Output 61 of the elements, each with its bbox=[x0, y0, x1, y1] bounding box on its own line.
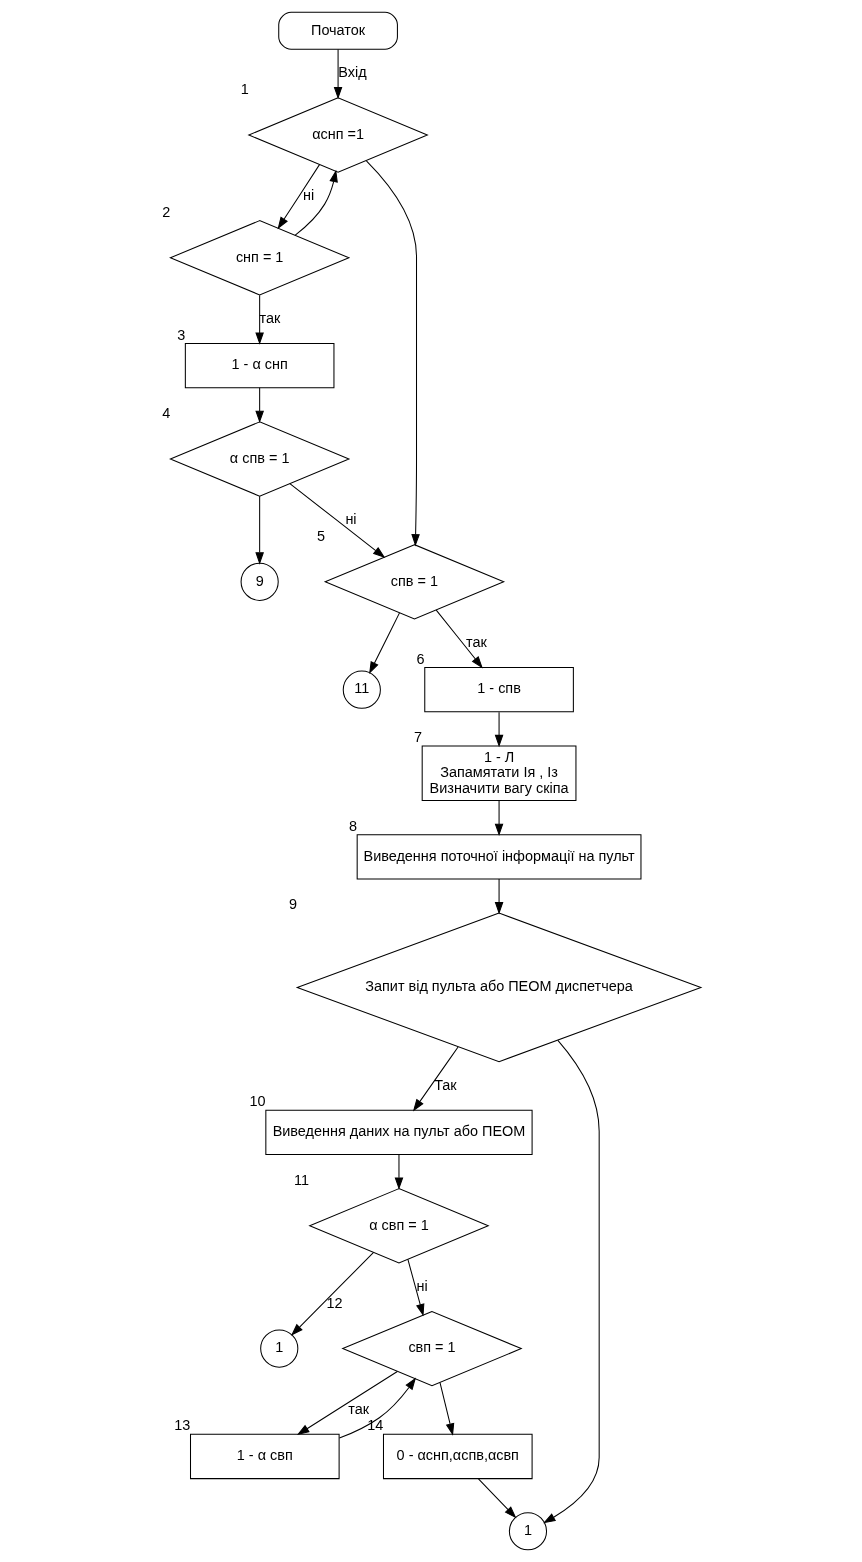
arrow bbox=[333, 49, 342, 100]
node-box: 1 - α свп bbox=[189, 1433, 340, 1480]
arrow bbox=[290, 1251, 374, 1336]
edge-label: так bbox=[465, 634, 487, 651]
arrow bbox=[439, 1382, 454, 1436]
arrow bbox=[542, 1039, 600, 1524]
arrow bbox=[394, 1154, 403, 1190]
node-diamond: снп = 1 bbox=[168, 220, 350, 296]
node-diamond: αснп =1 bbox=[246, 97, 429, 173]
node-label: 3 bbox=[176, 326, 185, 343]
arrow bbox=[338, 1377, 416, 1439]
edge-label: Вхід bbox=[337, 64, 367, 81]
node-label: 1 bbox=[240, 80, 249, 97]
node-label: 11 bbox=[293, 1171, 309, 1188]
arrow bbox=[254, 387, 264, 424]
node-label: 9 bbox=[288, 896, 297, 913]
arrow bbox=[412, 1046, 459, 1112]
node-box: 0 - αснп,αспв,αсвп bbox=[382, 1433, 533, 1480]
node-box: Виведення даних на пульт або ПЕОМ bbox=[264, 1109, 533, 1156]
edge-label: ні bbox=[416, 1278, 428, 1294]
node-circle: 9 bbox=[240, 562, 279, 601]
arrow bbox=[406, 1258, 424, 1317]
node-diamond: свп = 1 bbox=[340, 1310, 523, 1387]
arrow bbox=[254, 495, 264, 565]
arrow bbox=[296, 1371, 398, 1436]
node-box: 1 - спв bbox=[423, 666, 574, 713]
edge-label: ні bbox=[302, 187, 314, 204]
node-label: 8 bbox=[348, 817, 357, 834]
arrow bbox=[254, 294, 264, 345]
node-box: Виведення поточної інформації на пульт bbox=[356, 834, 641, 880]
arrow bbox=[494, 711, 503, 748]
node-circle: 11 bbox=[342, 670, 381, 709]
node-circle: 1 bbox=[259, 1329, 298, 1368]
edge-label: ні bbox=[344, 511, 357, 528]
node-label: 6 bbox=[416, 650, 425, 667]
edge-label: Так bbox=[433, 1076, 457, 1093]
arrow bbox=[477, 1478, 516, 1519]
arrow bbox=[365, 160, 420, 547]
node-circle: 1 bbox=[508, 1512, 547, 1551]
node-label: 7 bbox=[413, 728, 422, 745]
arrow bbox=[277, 164, 320, 230]
node-box: 1 - Л Запамятати Ія , Із Визначити вагу скіпа bbox=[421, 745, 576, 802]
node-box: 1 - α снп bbox=[184, 342, 334, 389]
node-label: 10 bbox=[249, 1093, 266, 1110]
arrow bbox=[494, 800, 503, 837]
node-label: 5 bbox=[316, 527, 325, 544]
node-box: Початок bbox=[277, 11, 398, 50]
node-label: 14 bbox=[366, 1417, 383, 1434]
arrow bbox=[368, 612, 400, 674]
node-label: 2 bbox=[161, 203, 170, 220]
arrow bbox=[494, 878, 503, 915]
node-label: 4 bbox=[161, 404, 170, 421]
arrow bbox=[293, 169, 338, 236]
node-diamond: α свп = 1 bbox=[307, 1188, 490, 1264]
arrow bbox=[288, 483, 385, 559]
edge-label: так bbox=[347, 1400, 369, 1417]
node-label: 13 bbox=[173, 1417, 190, 1434]
node-label: 12 bbox=[325, 1294, 342, 1311]
node-diamond: Запит від пульта або ПЕОМ диспетчера bbox=[295, 912, 702, 1063]
node-diamond: α спв = 1 bbox=[168, 421, 350, 497]
arrow bbox=[435, 609, 483, 669]
